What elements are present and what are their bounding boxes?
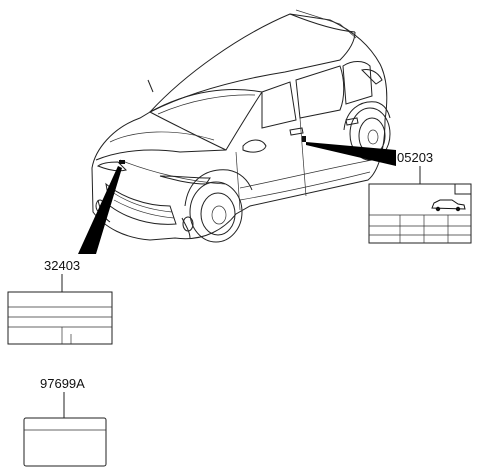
leader-wedge-32403: [78, 166, 122, 254]
label-32403-group: 32403: [7, 258, 113, 345]
part-number-05203: 05203: [397, 150, 433, 165]
leader-wedge-05203: [306, 142, 396, 166]
vehicle-illustration: [91, 9, 391, 243]
label-mark-front: [119, 160, 125, 164]
label-05203-group: 05203: [368, 150, 472, 244]
part-number-97699A: 97699A: [40, 376, 85, 391]
label-mark-door: [302, 136, 306, 142]
label-97699A-group: 97699A: [23, 376, 107, 467]
label-97699A-drawing: [23, 417, 107, 467]
label-05203-drawing: [368, 183, 472, 244]
car-icon: [431, 199, 466, 212]
label-32403-drawing: [7, 291, 113, 345]
part-number-32403: 32403: [44, 258, 80, 273]
